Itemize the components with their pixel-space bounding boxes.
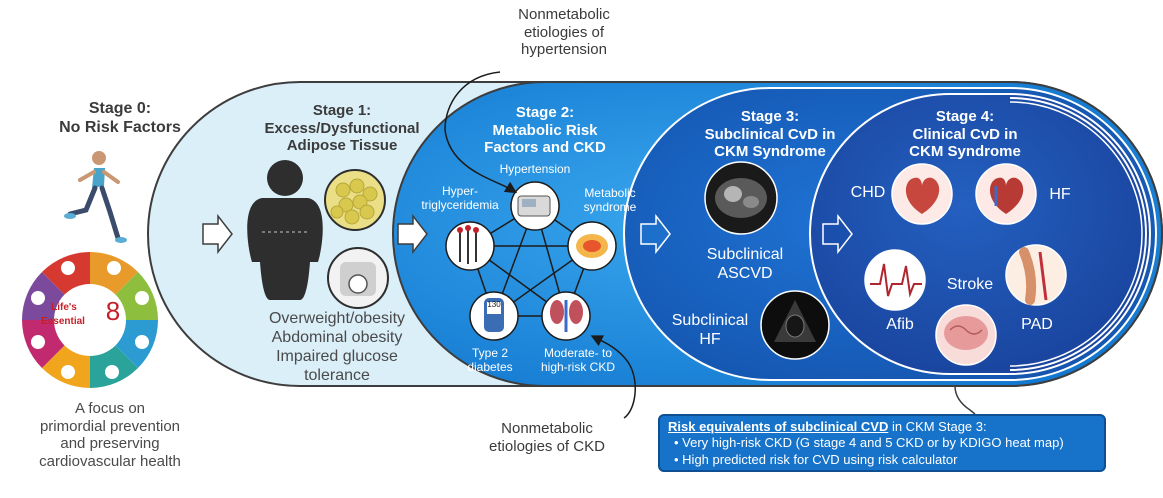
label-afib: Afib <box>886 316 914 333</box>
stage3-title: Stage 3: Subclinical CvD in CKM Syndrome <box>704 108 836 161</box>
leg-artery-icon <box>1005 244 1067 306</box>
wheel-number: 8 <box>105 296 121 326</box>
risk-box-bullet-2: • High predicted risk for CVD using risk… <box>674 451 958 467</box>
label-type2-diabetes: Type 2 diabetes <box>467 346 513 375</box>
kidney-icon <box>541 291 591 341</box>
label-ckd: Moderate- to high-risk CKD <box>540 346 615 375</box>
risk-box-heading-underlined: Risk equivalents of subclinical CVD <box>668 419 889 434</box>
stage0-title: Stage 0: No Risk Factors <box>59 100 181 136</box>
stage1-caption: Overweight/obesity Abdominal obesity Imp… <box>268 310 406 384</box>
arrow-1-2 <box>397 213 428 255</box>
wheel-label-essential: Essential <box>41 316 85 327</box>
arrow-ckd <box>590 335 636 419</box>
risk-box-heading-rest: in CKM Stage 3: <box>888 419 987 434</box>
arrow-hypertension <box>444 71 518 194</box>
label-hypertension: Hypertension <box>499 162 571 176</box>
runner-icon <box>64 151 127 243</box>
lifes-essential-8-wheel <box>22 252 158 388</box>
adipose-cells-icon <box>324 169 386 231</box>
obesity-silhouette-icon <box>247 160 323 300</box>
meter-reading: 130 <box>487 300 501 309</box>
label-metabolic-syndrome: Metabolic syndrome <box>583 186 637 215</box>
label-hf: HF <box>1049 186 1071 203</box>
label-chd: CHD <box>850 184 886 201</box>
label-pad: PAD <box>1021 316 1053 333</box>
triglyceride-molecule-icon <box>445 221 495 271</box>
chd-heart-icon <box>891 163 953 225</box>
label-hypertriglyceridemia: Hyper- triglyceridemia <box>421 184 499 213</box>
metabolic-syndrome-icon <box>567 221 617 271</box>
stage1-title: Stage 1: Excess/Dysfunctional Adipose Ti… <box>264 102 420 155</box>
label-stroke: Stroke <box>946 276 994 293</box>
echocardiogram-image <box>760 290 830 360</box>
annotation-hypertension: Nonmetabolic etiologies of hypertension <box>518 6 610 59</box>
wheel-label-lifes: Life's <box>51 302 77 313</box>
stage0-caption: A focus on primordial prevention and pre… <box>39 400 181 471</box>
glucose-meter-icon <box>469 291 519 341</box>
stage4-title: Stage 4: Clinical CvD in CKM Syndrome <box>909 108 1021 161</box>
arrow-0-1 <box>202 213 233 255</box>
risk-box-bullet-1: • Very high-risk CKD (G stage 4 and 5 CK… <box>674 435 1064 451</box>
arrow-3-4 <box>822 213 853 255</box>
label-subclinical-hf: Subclinical HF <box>671 312 749 348</box>
stage2-title: Stage 2: Metabolic Risk Factors and CKD <box>484 104 606 157</box>
scale-icon <box>327 247 389 309</box>
ecg-icon <box>864 249 926 311</box>
arrow-2-3 <box>640 213 671 255</box>
brain-icon <box>935 304 997 366</box>
ct-scan-image <box>704 161 778 235</box>
risk-equivalents-box: Risk equivalents of subclinical CVD in C… <box>658 414 1106 472</box>
hypertension-icon <box>510 181 560 231</box>
annotation-ckd: Nonmetabolic etiologies of CKD <box>489 420 605 455</box>
label-subclinical-ascvd: Subclinical ASCVD <box>706 246 784 282</box>
hf-heart-icon <box>975 163 1037 225</box>
risk-box-heading: Risk equivalents of subclinical CVD in C… <box>668 419 1096 435</box>
